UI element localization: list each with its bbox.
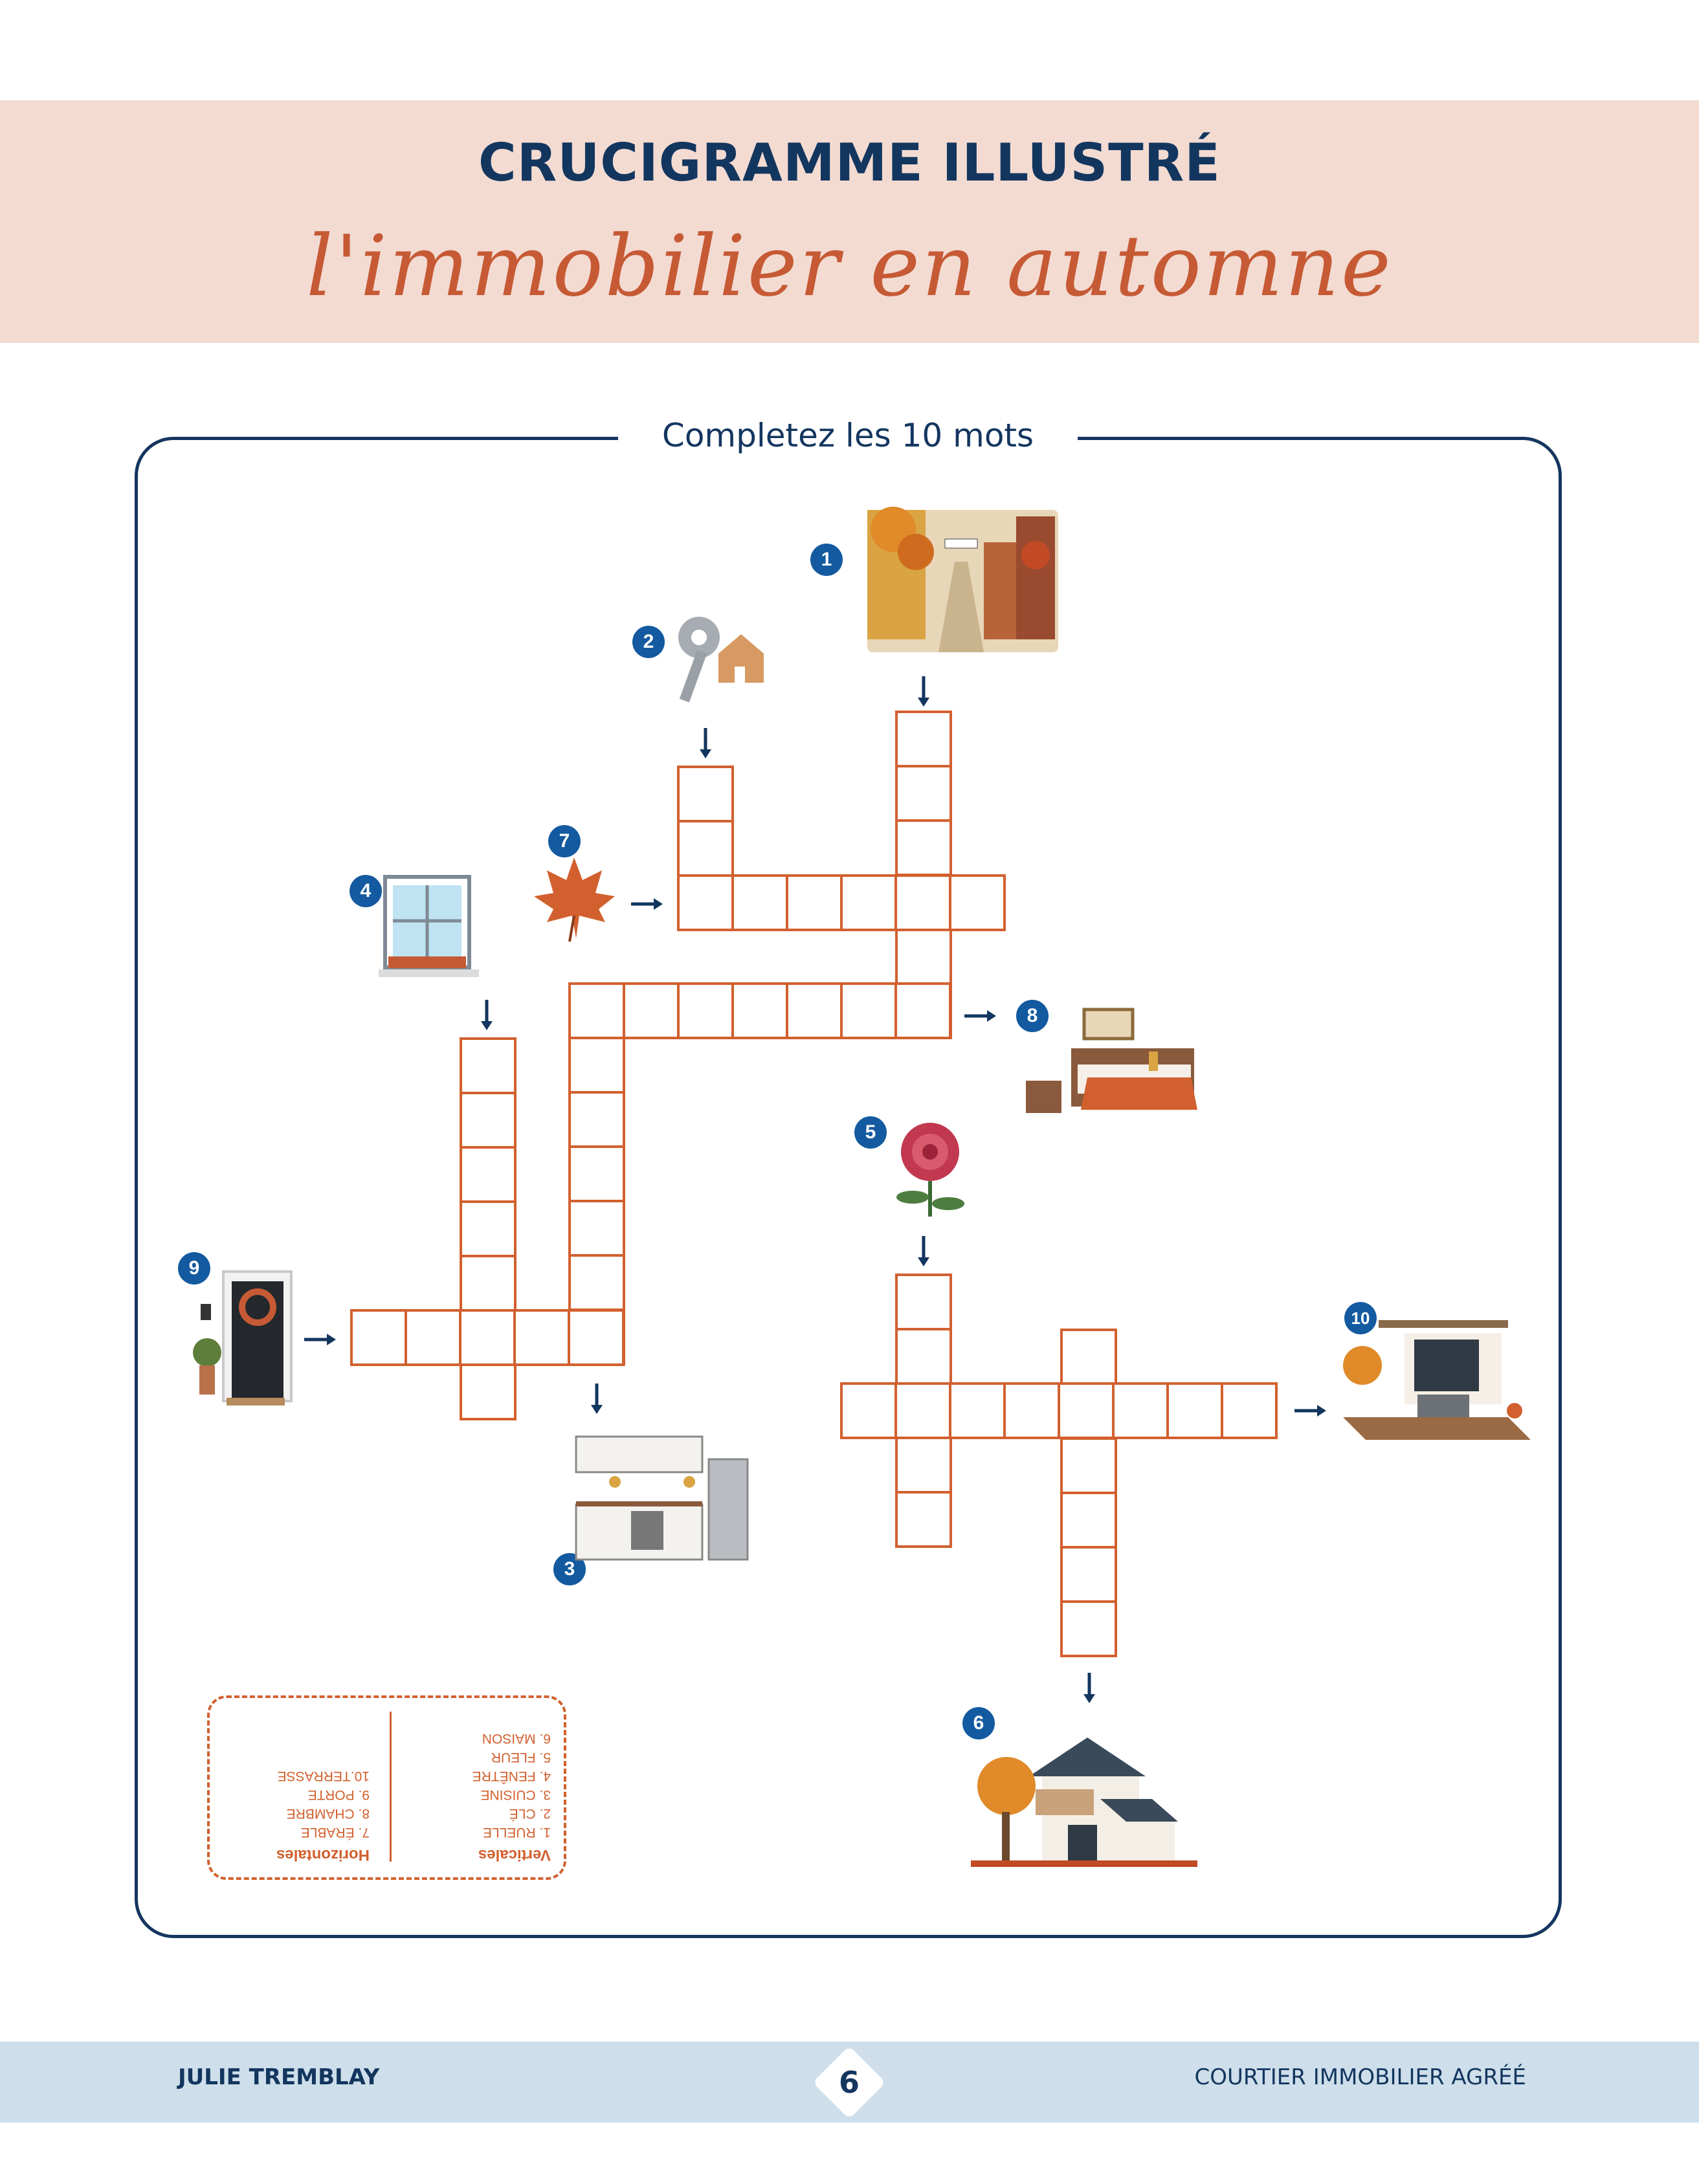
clue-number-9: 9 <box>178 1252 210 1285</box>
puzzle-instruction: Completez les 10 mots <box>618 406 1078 465</box>
answer-key-rotated: Verticales 1. RUELLE 2. CLÉ 3. CUISINE 4… <box>210 1698 564 1877</box>
answer-divider <box>390 1712 392 1862</box>
house-picture <box>971 1708 1197 1877</box>
answer-item: 10.TERRASSE <box>277 1769 370 1783</box>
footer-title: COURTIER IMMOBILIER AGRÉÉ <box>1194 2064 1526 2090</box>
window-picture <box>379 874 482 990</box>
footer-author: JULIE TREMBLAY <box>178 2064 380 2090</box>
answer-heading-horizontal: Horizontales <box>276 1846 370 1864</box>
answer-item: 6. MAISON <box>482 1731 551 1746</box>
front-door-picture <box>188 1268 294 1411</box>
answer-column-vertical: Verticales 1. RUELLE 2. CLÉ 3. CUISINE 4… <box>389 1729 551 1864</box>
answer-column-horizontal: Horizontales 7. ÉRABLE 8. CHAMBRE 9. POR… <box>221 1767 370 1864</box>
clue-number-2: 2 <box>632 626 665 658</box>
answer-item: 8. CHAMBRE <box>286 1806 370 1821</box>
answer-item: 2. CLÉ <box>509 1806 551 1821</box>
autumn-alley-picture <box>854 503 1071 659</box>
page-subtitle: l'immobilier en automne <box>306 217 1393 315</box>
answer-key: Verticales 1. RUELLE 2. CLÉ 3. CUISINE 4… <box>207 1695 566 1880</box>
clue-number-10: 10 <box>1344 1302 1377 1334</box>
answer-item: 9. PORTE <box>307 1787 370 1802</box>
clue-number-5: 5 <box>854 1116 887 1149</box>
answer-item: 5. FLEUR <box>491 1750 551 1765</box>
bedroom-picture <box>1023 1000 1210 1129</box>
clue-number-6: 6 <box>962 1707 995 1739</box>
page-title: CRUCIGRAMME ILLUSTRÉ <box>478 133 1221 193</box>
page-number: 6 <box>838 2065 860 2100</box>
terrace-picture <box>1340 1304 1534 1450</box>
header-band <box>0 100 1699 343</box>
answer-item: 1. RUELLE <box>482 1825 551 1840</box>
flower-picture <box>887 1116 974 1220</box>
answer-item: 7. ÉRABLE <box>300 1825 370 1840</box>
clue-number-8: 8 <box>1016 1000 1049 1032</box>
clue-number-1: 1 <box>810 544 843 576</box>
clue-number-7: 7 <box>548 825 581 857</box>
kitchen-picture <box>570 1430 754 1563</box>
house-key-picture <box>650 608 767 715</box>
answer-item: 4. FENÊTRE <box>472 1769 551 1783</box>
clue-number-4: 4 <box>350 875 382 907</box>
answer-item: 3. CUISINE <box>480 1787 551 1802</box>
maple-leaf-picture <box>531 854 618 945</box>
answer-heading-vertical: Verticales <box>478 1846 551 1864</box>
